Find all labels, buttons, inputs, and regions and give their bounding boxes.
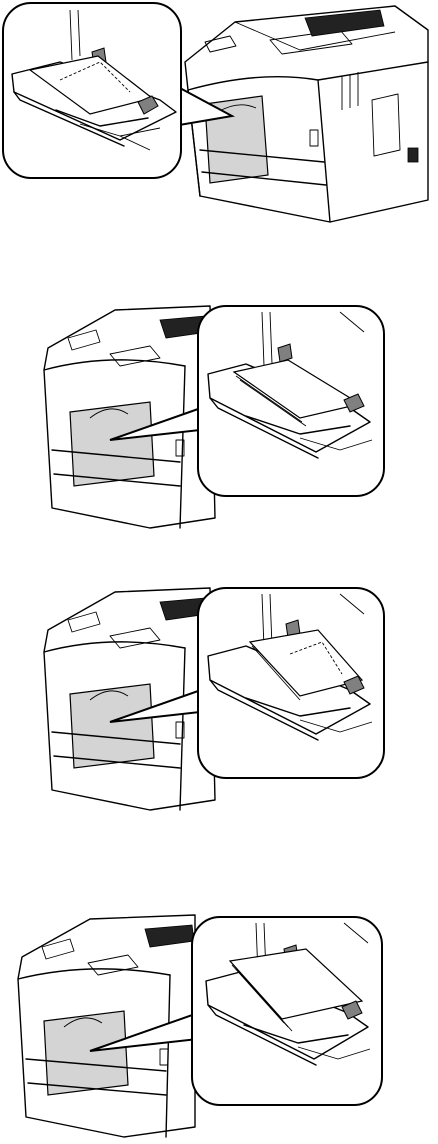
step-2-illustration: [0, 290, 438, 535]
step-1-illustration: [0, 0, 438, 240]
callout-magnifier: [198, 588, 384, 778]
step-4-illustration: [0, 895, 438, 1140]
step-4-panel: [0, 895, 438, 1140]
step-3-illustration: [0, 572, 438, 817]
callout-magnifier: [198, 306, 384, 496]
step-1-panel: [0, 0, 438, 240]
step-3-panel: [0, 572, 438, 817]
callout-magnifier: [192, 917, 382, 1105]
callout-magnifier: [3, 3, 181, 178]
port-icon: [408, 148, 418, 162]
step-2-panel: [0, 290, 438, 535]
